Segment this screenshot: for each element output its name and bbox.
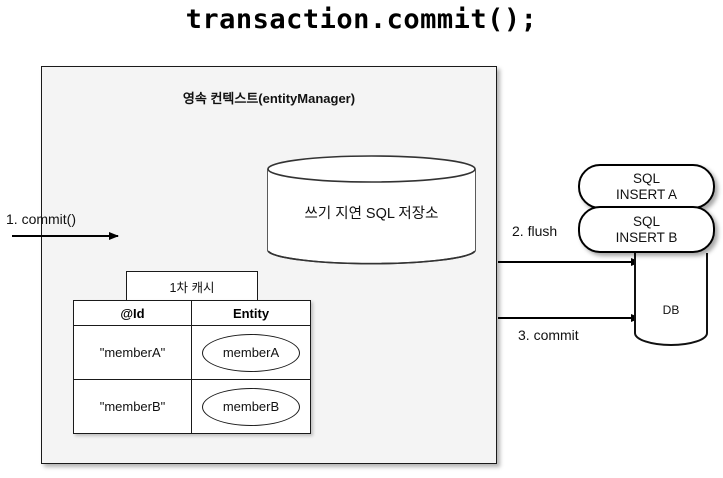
first-level-cache-tab: 1차 캐시	[126, 271, 258, 300]
table-header-row: @Id Entity	[73, 300, 311, 326]
sql-insert-b-box: SQL INSERT B	[578, 206, 715, 253]
sql-insert-a-line2: INSERT A	[615, 186, 678, 202]
arrow-label-commit: 1. commit()	[6, 211, 76, 227]
write-behind-sql-store-label: 쓰기 지연 SQL 저장소	[304, 206, 439, 222]
first-level-cache-tab-label: 1차 캐시	[169, 280, 215, 295]
sql-insert-b-line2: INSERT B	[615, 229, 678, 245]
table-row: "memberA" memberA	[73, 325, 311, 380]
cell-entity: memberA	[191, 325, 311, 380]
sql-insert-a-line1: SQL	[632, 170, 660, 186]
column-header-id: @Id	[73, 300, 192, 326]
arrow-label-flush: 2. flush	[512, 223, 558, 239]
cell-id: "memberB"	[73, 379, 192, 434]
entity-ellipse: memberA	[202, 333, 300, 372]
sql-insert-a-box: SQL INSERT A	[578, 164, 715, 209]
database-cylinder	[634, 252, 708, 346]
database-label: DB	[662, 303, 680, 317]
entity-ellipse: memberB	[202, 387, 300, 426]
column-header-entity: Entity	[191, 300, 311, 326]
page-title: transaction.commit();	[185, 4, 538, 35]
write-behind-sql-store-cylinder	[267, 155, 476, 265]
cell-id: "memberA"	[73, 325, 192, 380]
table-row: "memberB" memberB	[73, 379, 311, 434]
cell-entity: memberB	[191, 379, 311, 434]
persistence-context-label: 영속 컨텍스트(entityManager)	[182, 91, 356, 106]
first-level-cache-table: @Id Entity "memberA" memberA "memberB" m…	[73, 300, 311, 434]
sql-insert-b-line1: SQL	[632, 213, 660, 229]
arrow-label-commit-db: 3. commit	[518, 327, 579, 343]
